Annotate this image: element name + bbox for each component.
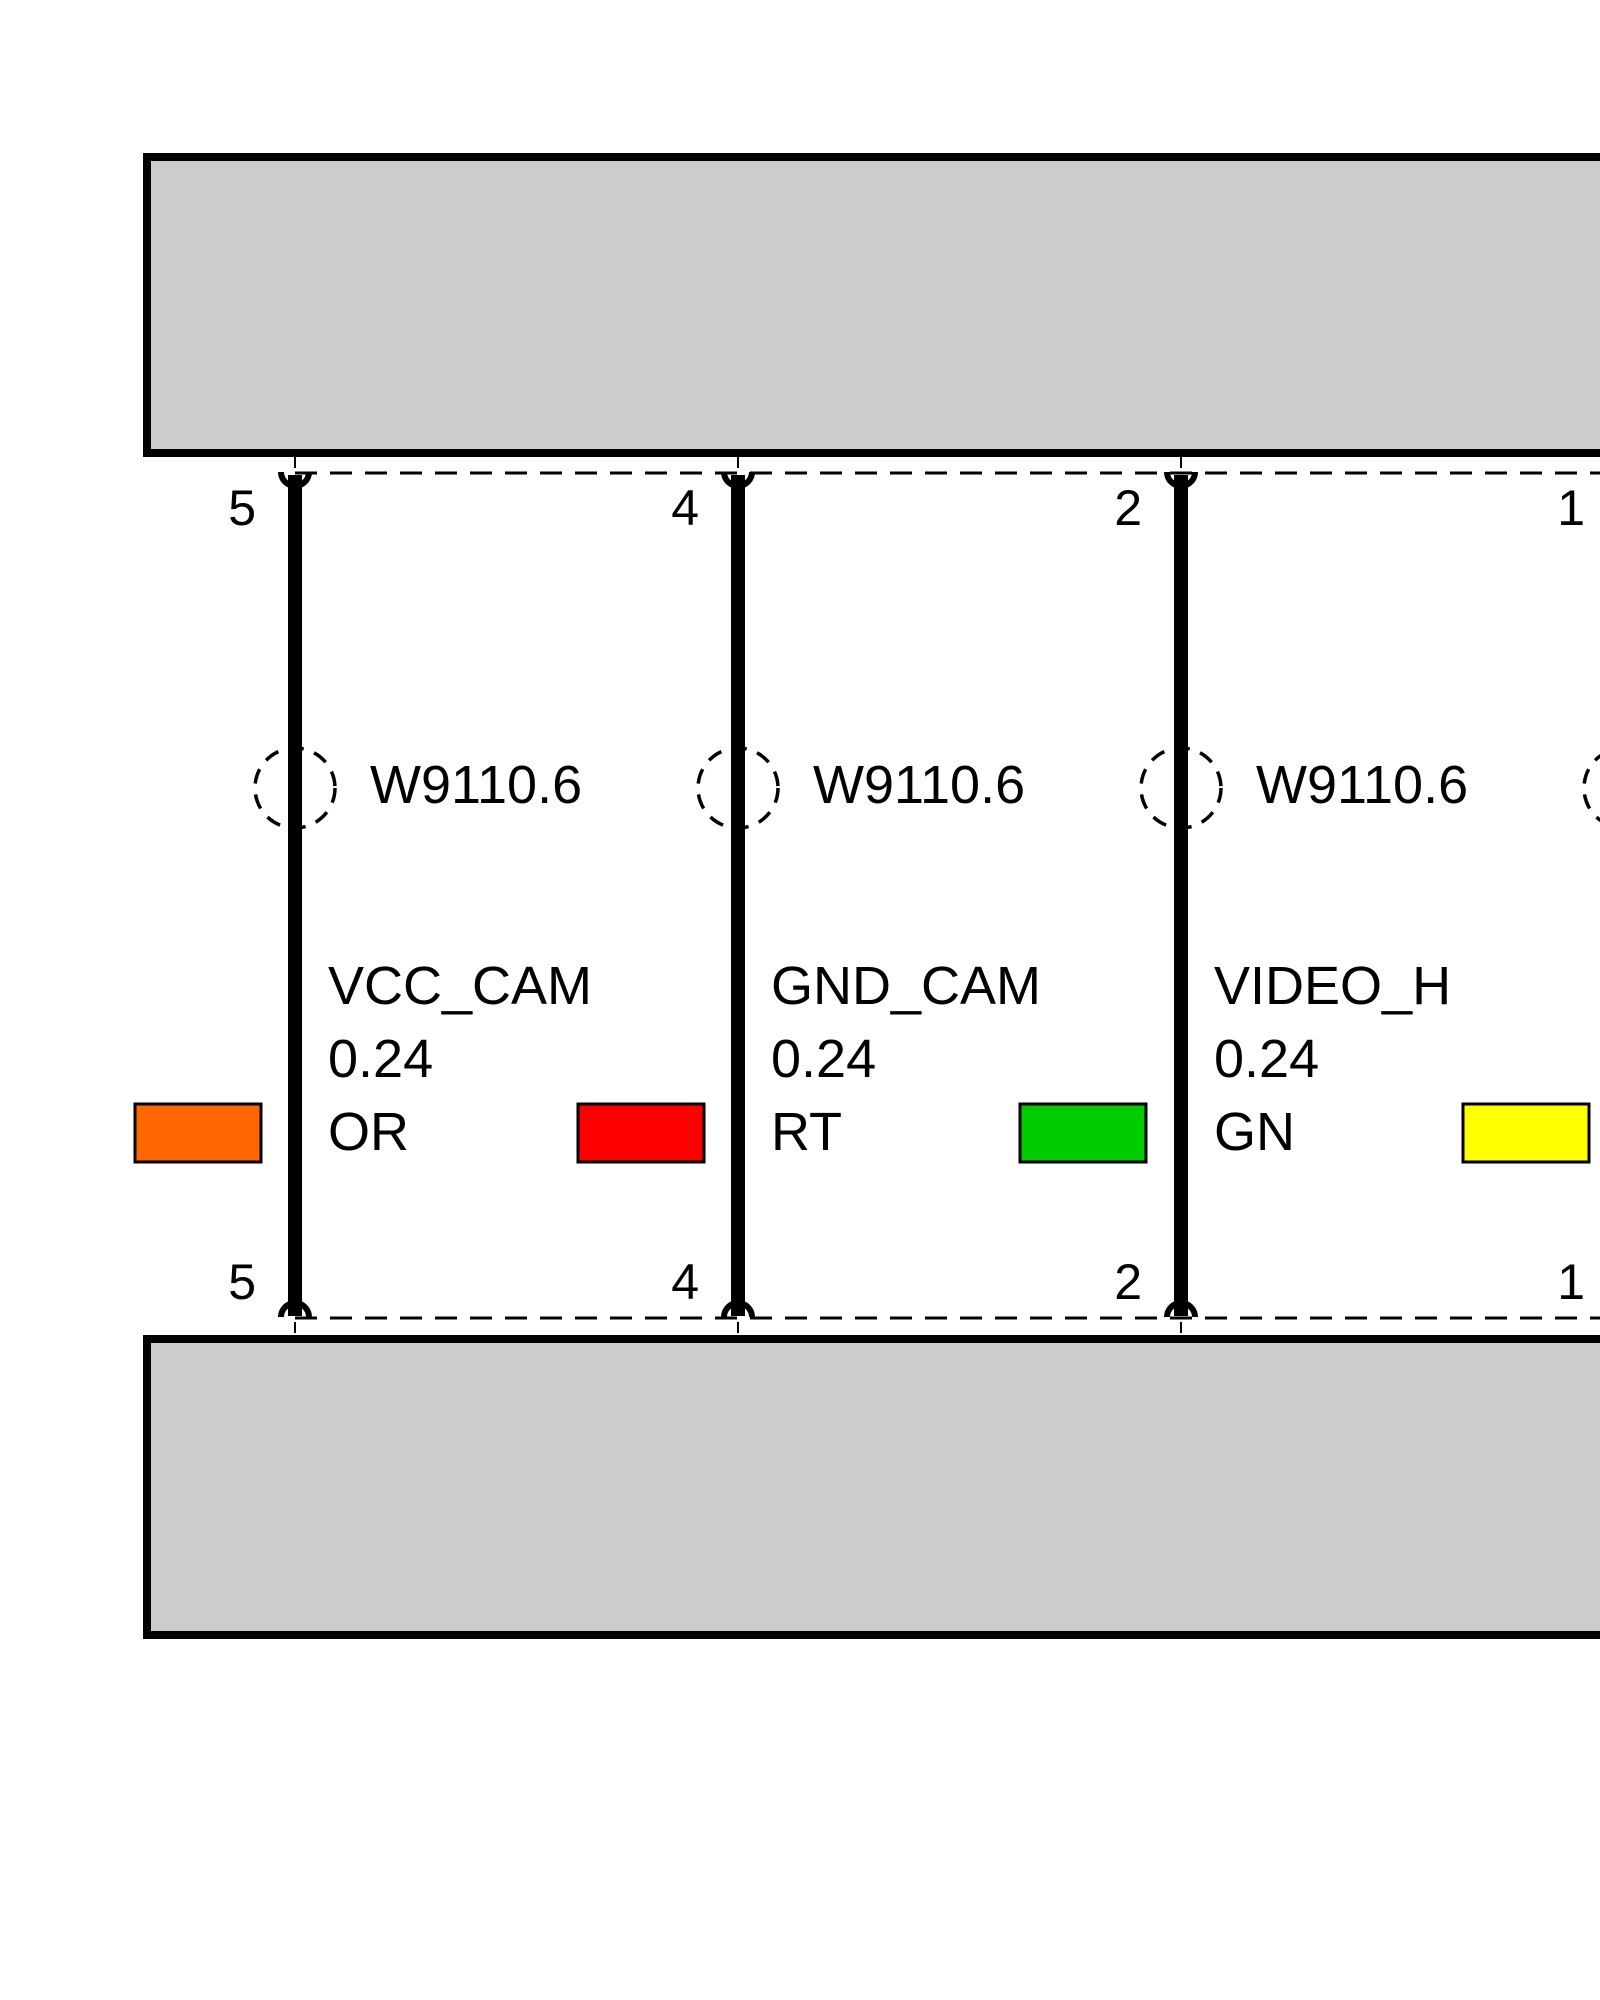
bottom-pin-number: 1 [1557,1254,1585,1310]
wire-size: 0.24 [1214,1029,1319,1089]
top-connector [143,153,1600,457]
top-pin-number: 5 [228,480,256,536]
bottom-pin-number: 5 [228,1254,256,1310]
wire-color-swatch [133,1102,263,1164]
wire-partial: 1 1 [1461,480,1600,1310]
wire-color-code: GN [1214,1102,1295,1162]
top-pin-terminal [721,471,755,489]
signal-name: VCC_CAM [328,956,592,1016]
splice-marker [696,746,780,830]
bottom-pin-terminal [1164,1300,1198,1318]
bottom-pin-terminal [278,1300,312,1318]
bottom-pin-number: 4 [671,1254,699,1310]
signal-name: GND_CAM [771,956,1041,1016]
wire-color-swatch [1461,1102,1591,1164]
wire-color-code: OR [328,1102,409,1162]
splice-marker [1139,746,1223,830]
wire-vcc-cam: 5 5 W9110.6 VCC_CAM 0.24 OR [133,457,592,1333]
wire-color-code: RT [771,1102,842,1162]
top-pin-number: 2 [1114,480,1142,536]
splice-marker [1582,753,1600,823]
wire-color-swatch [576,1102,706,1164]
splice-label: W9110.6 [1256,755,1468,815]
top-pin-number: 1 [1557,480,1585,536]
signal-name: VIDEO_H [1214,956,1451,1016]
splice-label: W9110.6 [370,755,582,815]
top-pin-number: 4 [671,480,699,536]
splice-label: W9110.6 [813,755,1025,815]
wire-color-swatch [1018,1102,1148,1164]
bottom-pin-terminal [721,1300,755,1318]
bottom-pin-number: 2 [1114,1254,1142,1310]
wire-gnd-cam: 4 4 W9110.6 GND_CAM 0.24 RT [576,457,1041,1333]
wire-video-h: 2 2 W9110.6 VIDEO_H 0.24 GN [1018,457,1468,1333]
wire-size: 0.24 [328,1029,433,1089]
top-pin-terminal [278,471,312,489]
bottom-connector [143,1335,1600,1639]
splice-marker [253,746,337,830]
wire-size: 0.24 [771,1029,876,1089]
top-pin-terminal [1164,471,1198,489]
